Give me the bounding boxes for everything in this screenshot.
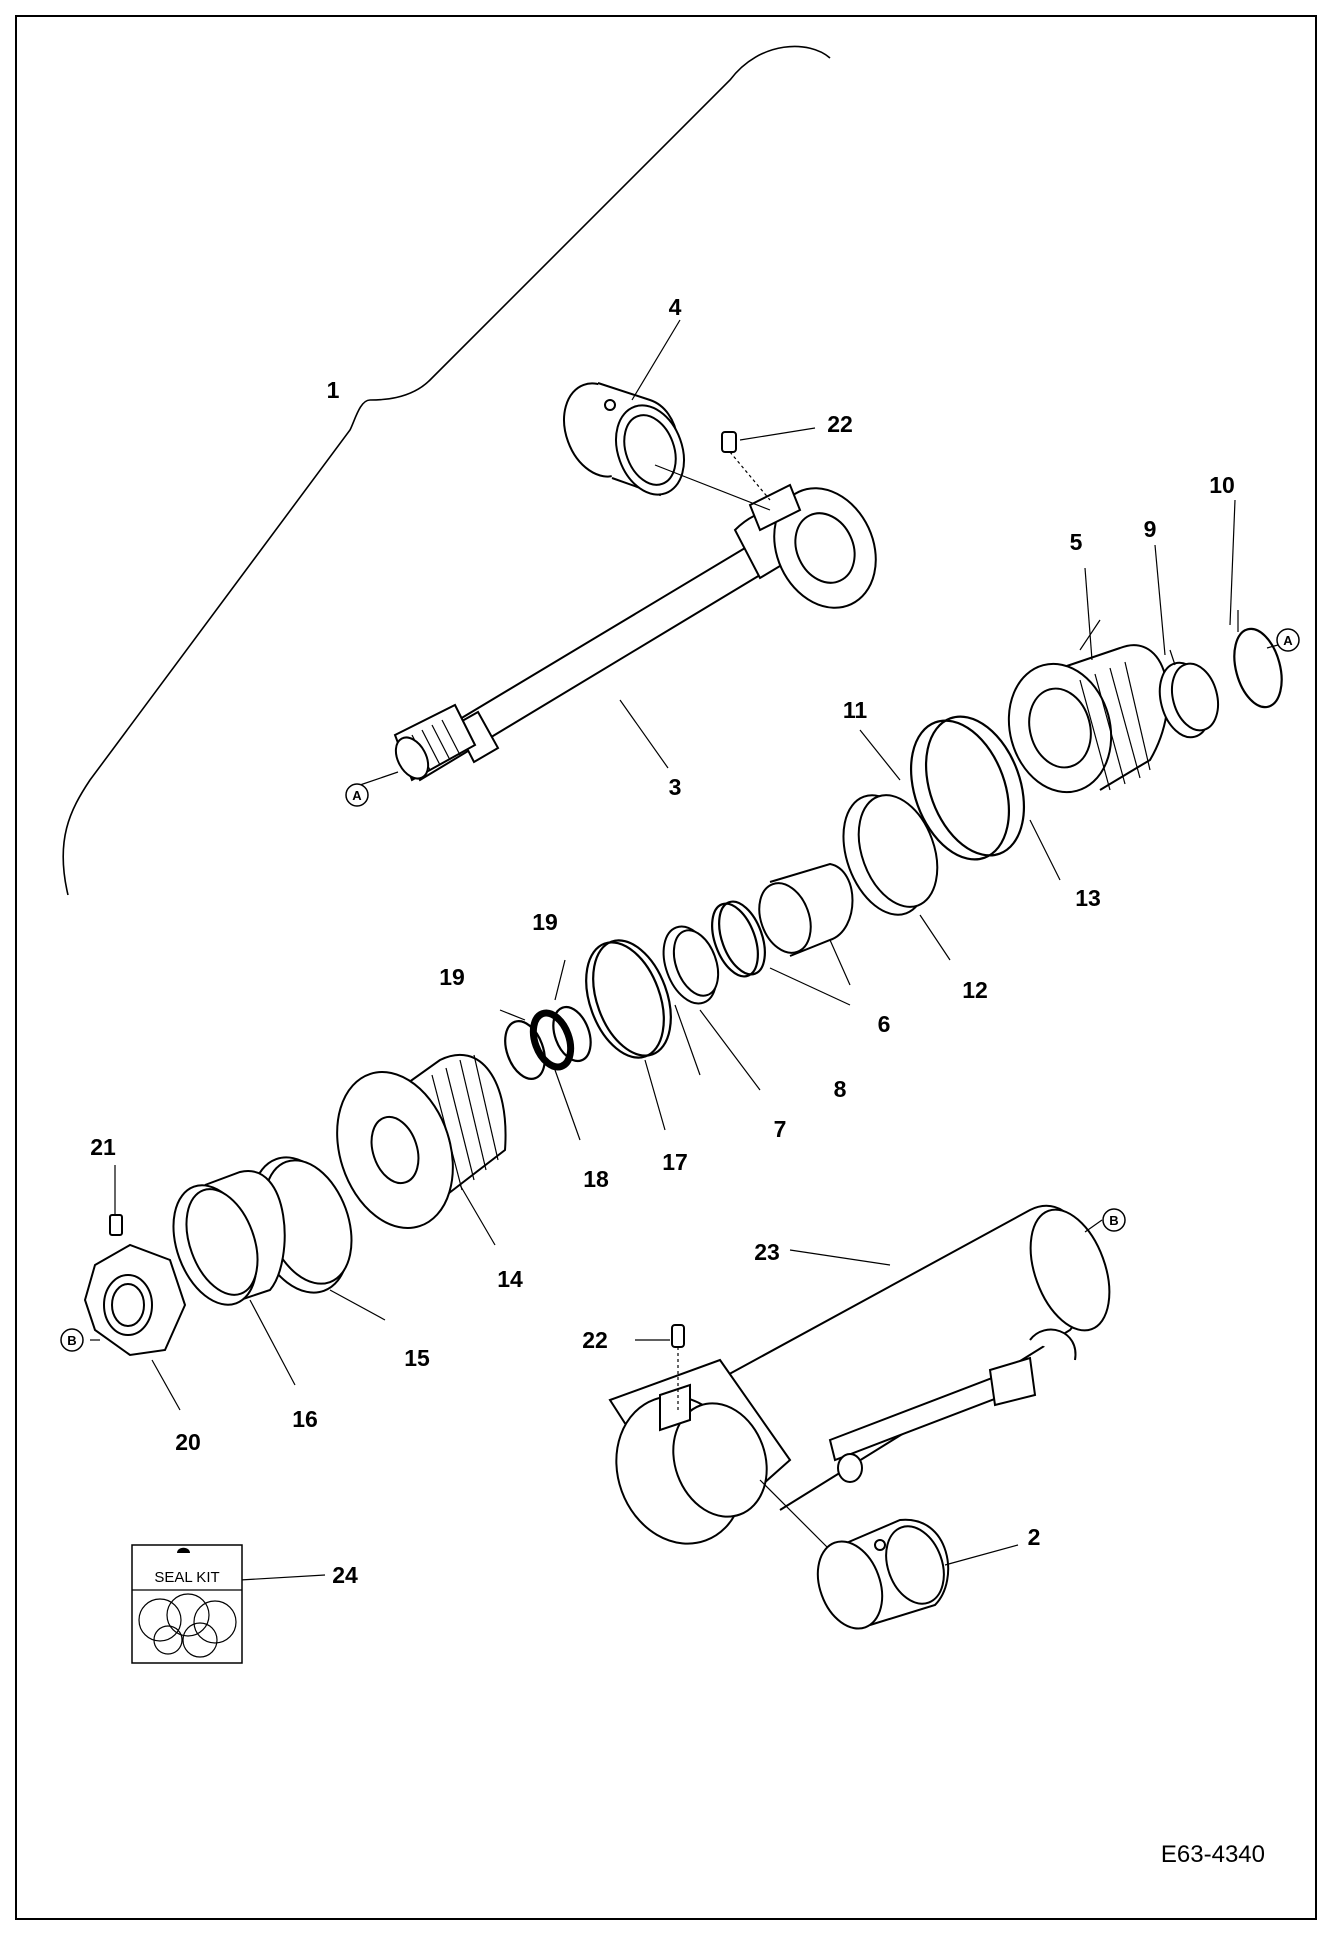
wear-ring-16 xyxy=(172,1170,286,1306)
callout-18: 18 xyxy=(583,1166,609,1192)
seal-ring-7 xyxy=(662,925,720,1005)
callout-11: 11 xyxy=(843,697,868,723)
svg-text:B: B xyxy=(67,1333,76,1348)
assembly-bracket xyxy=(62,45,831,896)
cylinder-barrel xyxy=(608,1205,1111,1561)
callout-21: 21 xyxy=(90,1134,116,1160)
backup-ring xyxy=(842,794,951,961)
svg-text:B: B xyxy=(1109,1213,1118,1228)
piston xyxy=(336,1053,507,1229)
callout-12: 12 xyxy=(962,977,988,1003)
marker-a-right: A xyxy=(1276,628,1300,652)
svg-text:A: A xyxy=(1283,633,1293,648)
snap-ring xyxy=(1233,610,1283,709)
base-bushing xyxy=(816,1518,950,1630)
leader-lines xyxy=(90,319,1279,1581)
callout-23: 23 xyxy=(754,1239,780,1265)
callout-7: 7 xyxy=(774,1116,787,1142)
callout-15: 15 xyxy=(404,1345,430,1371)
seal-ring-8 xyxy=(711,900,766,978)
wiper-ring xyxy=(1158,649,1220,739)
callout-13: 13 xyxy=(1075,885,1101,911)
rod-bushing xyxy=(563,382,771,511)
callout-22-lower: 22 xyxy=(582,1327,608,1353)
callout-16: 16 xyxy=(292,1406,318,1432)
callout-17: 17 xyxy=(662,1149,688,1175)
drawing-reference: E63-4340 xyxy=(1161,1841,1265,1868)
seal-kit-box: SEAL KIT xyxy=(131,1544,243,1664)
guide-bushing xyxy=(758,862,854,986)
marker-a-left: A xyxy=(345,783,369,807)
gland xyxy=(1007,619,1169,794)
o-ring-large xyxy=(909,715,1026,861)
piston-rod xyxy=(393,483,877,782)
callout-19-upper: 19 xyxy=(532,909,558,935)
callout-1: 1 xyxy=(327,377,340,403)
grease-fitting-upper xyxy=(721,427,816,501)
marker-b-left: B xyxy=(60,1328,84,1352)
svg-text:A: A xyxy=(352,788,362,803)
o-ring-17 xyxy=(585,939,672,1059)
piston-seal-rings xyxy=(504,1005,592,1080)
callout-14: 14 xyxy=(497,1266,523,1292)
callout-3: 3 xyxy=(669,774,682,800)
callout-4: 4 xyxy=(669,294,682,320)
callout-2: 2 xyxy=(1028,1524,1041,1550)
callout-9: 9 xyxy=(1144,516,1157,542)
callout-5: 5 xyxy=(1070,529,1083,555)
callout-22-upper: 22 xyxy=(827,411,853,437)
callout-8: 8 xyxy=(834,1076,847,1102)
callout-19-lower: 19 xyxy=(439,964,465,990)
callout-24: 24 xyxy=(332,1562,358,1588)
callout-20: 20 xyxy=(175,1429,201,1455)
piston-nut xyxy=(83,1214,187,1357)
callout-6: 6 xyxy=(878,1011,891,1037)
seal-kit-label: SEAL KIT xyxy=(154,1569,219,1586)
marker-b-right: B xyxy=(1102,1208,1126,1232)
callout-10: 10 xyxy=(1209,472,1235,498)
